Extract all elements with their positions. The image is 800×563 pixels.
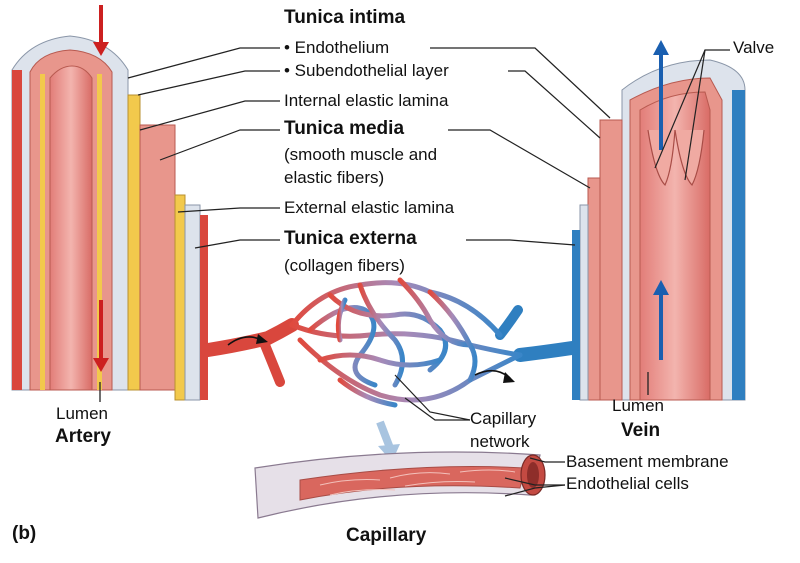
leader-endothelium [127,47,280,79]
leader-lines [127,47,730,497]
label-capillary-network-1: Capillary [470,409,537,428]
artery-outer-wall [12,70,22,390]
leader-tunica-externa-vein [466,239,576,246]
leader-endothelium-vein [430,47,611,119]
label-lumen-vein: Lumen [612,396,664,415]
leader-internal-elastic [139,100,280,131]
leader-tunica-media [159,129,280,161]
artery-lumen-wall [49,65,93,391]
leader-subendothelial [137,70,280,96]
leader-external-elastic [177,207,280,213]
vein-valve [647,129,676,187]
label-tunica-externa-desc: (collagen fibers) [284,256,405,275]
label-tunica-media: Tunica media [284,118,405,139]
leader-tunica-externa [194,239,280,249]
label-capillary: Capillary [346,525,427,546]
capillary-network-illustration [201,277,579,462]
label-capillary-network-2: network [470,432,530,451]
leader-valve-2 [684,49,706,181]
label-basement-membrane: Basement membrane [566,452,729,471]
label-tunica-intima: Tunica intima [284,7,406,28]
leader-capillary-1 [404,397,470,421]
leader-endothelial-2 [504,484,566,497]
artery-illustration [11,5,208,402]
label-valve: Valve [733,38,775,57]
label-endothelial-cells: Endothelial cells [566,474,689,493]
vein-outer-wall [732,90,745,400]
label-subendothelial-layer: • Subendothelial layer [284,61,449,80]
leader-tunica-media-vein [448,129,591,189]
label-external-elastic-lamina: External elastic lamina [284,198,455,217]
label-lumen-artery: Lumen [56,404,108,423]
label-tunica-media-desc-2: elastic fibers) [284,168,385,187]
label-vein: Vein [621,420,661,441]
label-artery: Artery [55,426,111,447]
vein-illustration [572,40,746,401]
label-tunica-media-desc-1: (smooth muscle and [284,145,438,164]
label-tunica-externa: Tunica externa [284,228,417,249]
leader-subendothelial-vein [508,70,601,139]
label-panel-b: (b) [12,523,37,544]
capillary-illustration [254,451,546,519]
label-endothelium: • Endothelium [284,38,390,57]
leader-capillary-2 [394,374,471,421]
leader-endothelial-1 [504,477,565,486]
label-internal-elastic-lamina: Internal elastic lamina [284,91,449,110]
leader-basement [529,457,565,463]
